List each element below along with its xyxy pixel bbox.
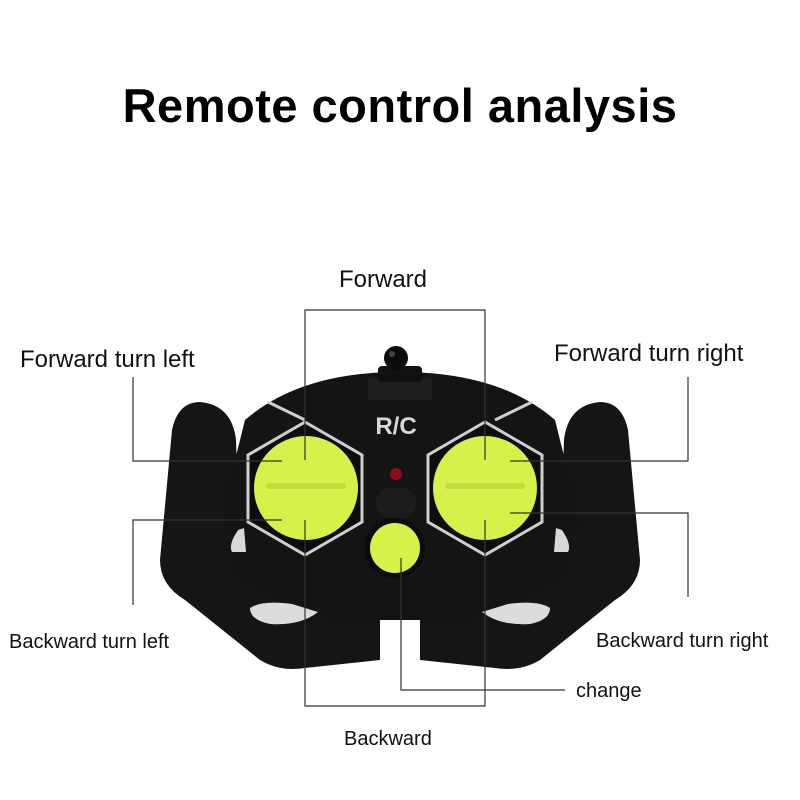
label-forward-turn-right: Forward turn right <box>554 340 744 367</box>
label-backward-turn-right: Backward turn right <box>596 630 769 652</box>
antenna-base <box>378 366 422 382</box>
label-change: change <box>576 680 642 702</box>
label-forward-turn-left: Forward turn left <box>20 346 195 373</box>
top-plate <box>368 378 432 400</box>
left-joystick-button[interactable] <box>254 436 358 540</box>
label-backward: Backward <box>344 728 432 750</box>
right-joystick-button[interactable] <box>433 436 537 540</box>
page-title: Remote control analysis <box>122 79 678 132</box>
change-button[interactable] <box>365 518 425 578</box>
label-forward: Forward <box>339 266 428 293</box>
leader-lines <box>132 309 689 707</box>
antenna-knob <box>384 346 408 370</box>
rc-badge: R/C <box>375 413 416 440</box>
label-backward-turn-left: Backward turn left <box>9 631 170 653</box>
power-led <box>390 468 402 480</box>
